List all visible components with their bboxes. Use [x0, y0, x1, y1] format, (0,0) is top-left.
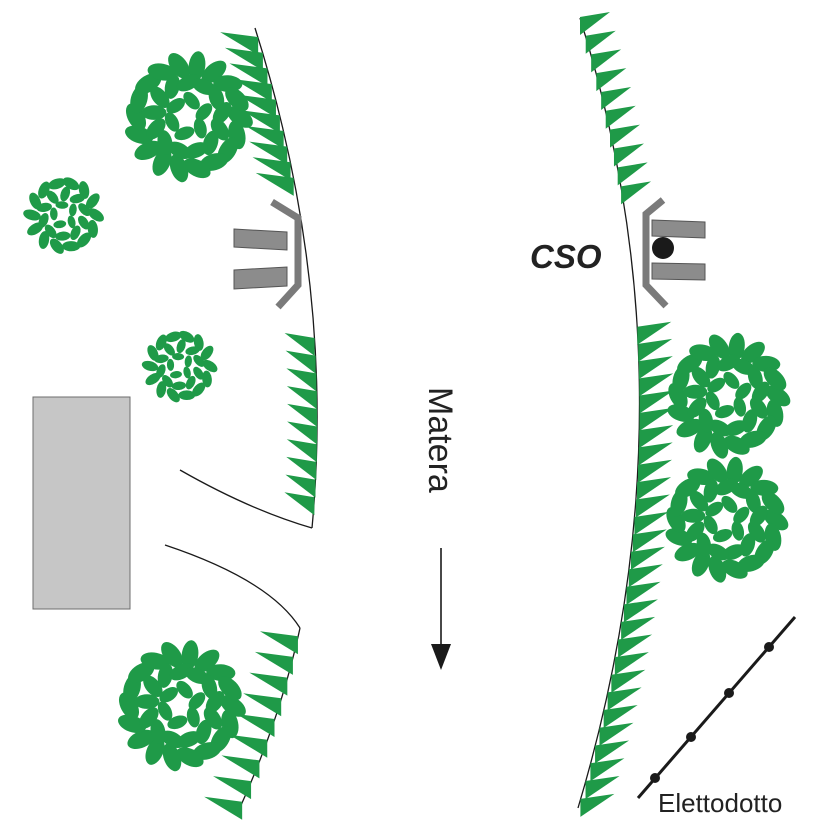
hedge-triangle-icon: [605, 105, 636, 129]
hedge-triangle-icon: [613, 143, 644, 167]
hedge-triangle-icon: [637, 321, 672, 345]
hedge-triangle-icon: [618, 634, 653, 658]
hedge-triangle-icon: [286, 368, 317, 392]
hedge-triangle-icon: [204, 796, 243, 820]
hedge-triangle-icon: [287, 421, 318, 445]
powerline: [636, 616, 797, 799]
hedge-triangle-icon: [634, 511, 669, 535]
hedge-triangle-icon: [284, 332, 315, 356]
powerline-label: Elettodotto: [658, 788, 782, 818]
hedge-triangle-icon: [621, 616, 656, 640]
cso-marker-icon: [652, 237, 674, 259]
hedge-triangle-icon: [221, 755, 260, 779]
direction-label: Matera: [421, 387, 459, 493]
hedge-triangle-icon: [286, 456, 317, 480]
hedge-triangle-icon: [638, 442, 673, 466]
hedge-triangle-icon: [638, 338, 673, 362]
hedge-triangle-icon: [611, 669, 646, 693]
hedge-triangle-icon: [252, 157, 291, 181]
pylon-node-icon: [724, 688, 734, 698]
hedge-triangle-icon: [255, 172, 294, 196]
road-edge-right: [577, 17, 641, 809]
culvert-left-icon: [233, 199, 302, 310]
hedge-triangle-icon: [639, 407, 674, 431]
hedge-triangle-icon: [249, 141, 288, 165]
hedge-triangle-icon: [213, 776, 252, 800]
hedge-triangle-icon: [236, 714, 275, 737]
hedge-triangle-icon: [637, 459, 672, 483]
hedge-triangle-icon: [617, 162, 648, 186]
hedge-rows: [204, 12, 674, 820]
hedge-triangle-icon: [284, 492, 315, 516]
hedge-triangle-icon: [628, 564, 663, 588]
hedge-triangle-icon: [638, 356, 673, 380]
hedge-triangle-icon: [609, 124, 640, 148]
hedge-triangle-icon: [590, 758, 625, 782]
hedge-triangle-icon: [591, 49, 622, 73]
hedge-triangle-icon: [603, 705, 638, 729]
hedge-triangle-icon: [607, 687, 642, 711]
shrub-icon: [667, 332, 791, 459]
hedge-triangle-icon: [249, 672, 288, 696]
cso-label: CSO: [530, 238, 602, 275]
pylon-node-icon: [764, 642, 774, 652]
hedge-triangle-icon: [639, 390, 674, 414]
hedge-triangle-icon: [630, 546, 665, 570]
hedge-triangle-icon: [585, 776, 620, 800]
hedge-triangle-icon: [639, 373, 674, 397]
hedge-triangle-icon: [224, 47, 263, 71]
hedge-triangle-icon: [580, 793, 615, 817]
hedge-triangle-icon: [623, 599, 658, 623]
pylon-node-icon: [686, 732, 696, 742]
junction-edge-upper: [179, 469, 313, 529]
hedge-triangle-icon: [245, 125, 284, 149]
hedge-triangle-icon: [585, 30, 616, 54]
hedge-triangle-icon: [286, 439, 317, 463]
hedge-triangle-icon: [286, 386, 317, 410]
culvert-cso-icon: [642, 197, 706, 309]
arrow-down-icon: [431, 548, 451, 670]
shrub-icon: [665, 456, 789, 583]
hedge-triangle-icon: [626, 581, 661, 605]
hedge-triangle-icon: [601, 86, 632, 110]
hedge-triangle-icon: [220, 32, 259, 56]
hedge-triangle-icon: [580, 12, 610, 35]
hedge-triangle-icon: [595, 740, 630, 764]
hedge-triangle-icon: [254, 651, 293, 675]
shrub-icon: [118, 640, 246, 772]
hedge-triangle-icon: [637, 477, 672, 501]
hedge-triangle-icon: [596, 68, 627, 92]
hedge-triangle-icon: [243, 693, 282, 717]
hedge-triangle-icon: [287, 403, 318, 427]
shrub-icon: [141, 330, 218, 403]
hedge-triangle-icon: [599, 722, 634, 746]
shrub-group: [23, 51, 791, 772]
hedge-triangle-icon: [635, 494, 670, 518]
shrub-icon: [125, 51, 253, 183]
hedge-triangle-icon: [241, 110, 280, 134]
hedge-triangle-icon: [632, 529, 667, 553]
hedge-triangle-icon: [285, 350, 316, 374]
hedge-triangle-icon: [639, 425, 674, 449]
junction-edge-lower: [164, 544, 301, 629]
hedge-triangle-icon: [229, 63, 268, 87]
hedge-triangle-icon: [233, 79, 272, 103]
hedge-triangle-icon: [614, 652, 649, 676]
pylon-node-icon: [650, 773, 660, 783]
hedge-triangle-icon: [285, 474, 316, 498]
building: [32, 396, 131, 610]
hedge-triangle-icon: [229, 734, 268, 758]
hedge-triangle-icon: [621, 181, 652, 205]
shrub-icon: [23, 177, 104, 254]
hedge-triangle-icon: [259, 631, 298, 655]
